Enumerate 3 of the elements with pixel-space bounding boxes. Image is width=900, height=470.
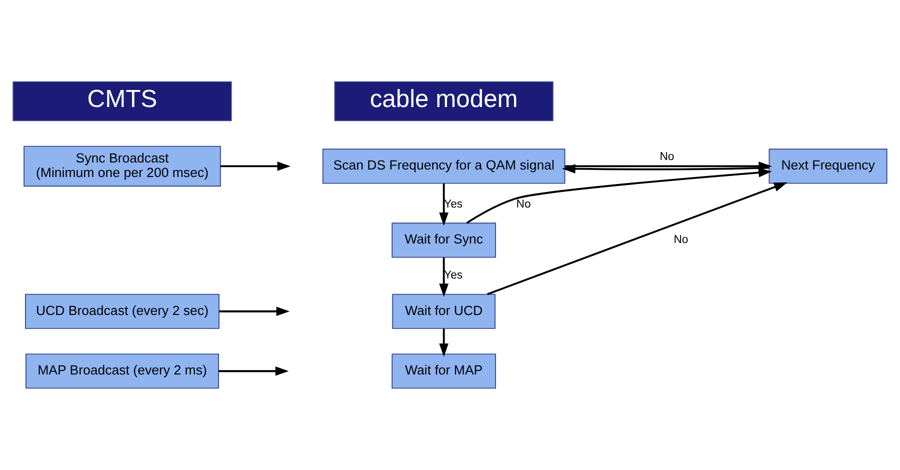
edge-label: No	[516, 198, 531, 211]
edge-label: No	[660, 151, 674, 164]
edge-label: No	[674, 234, 688, 246]
